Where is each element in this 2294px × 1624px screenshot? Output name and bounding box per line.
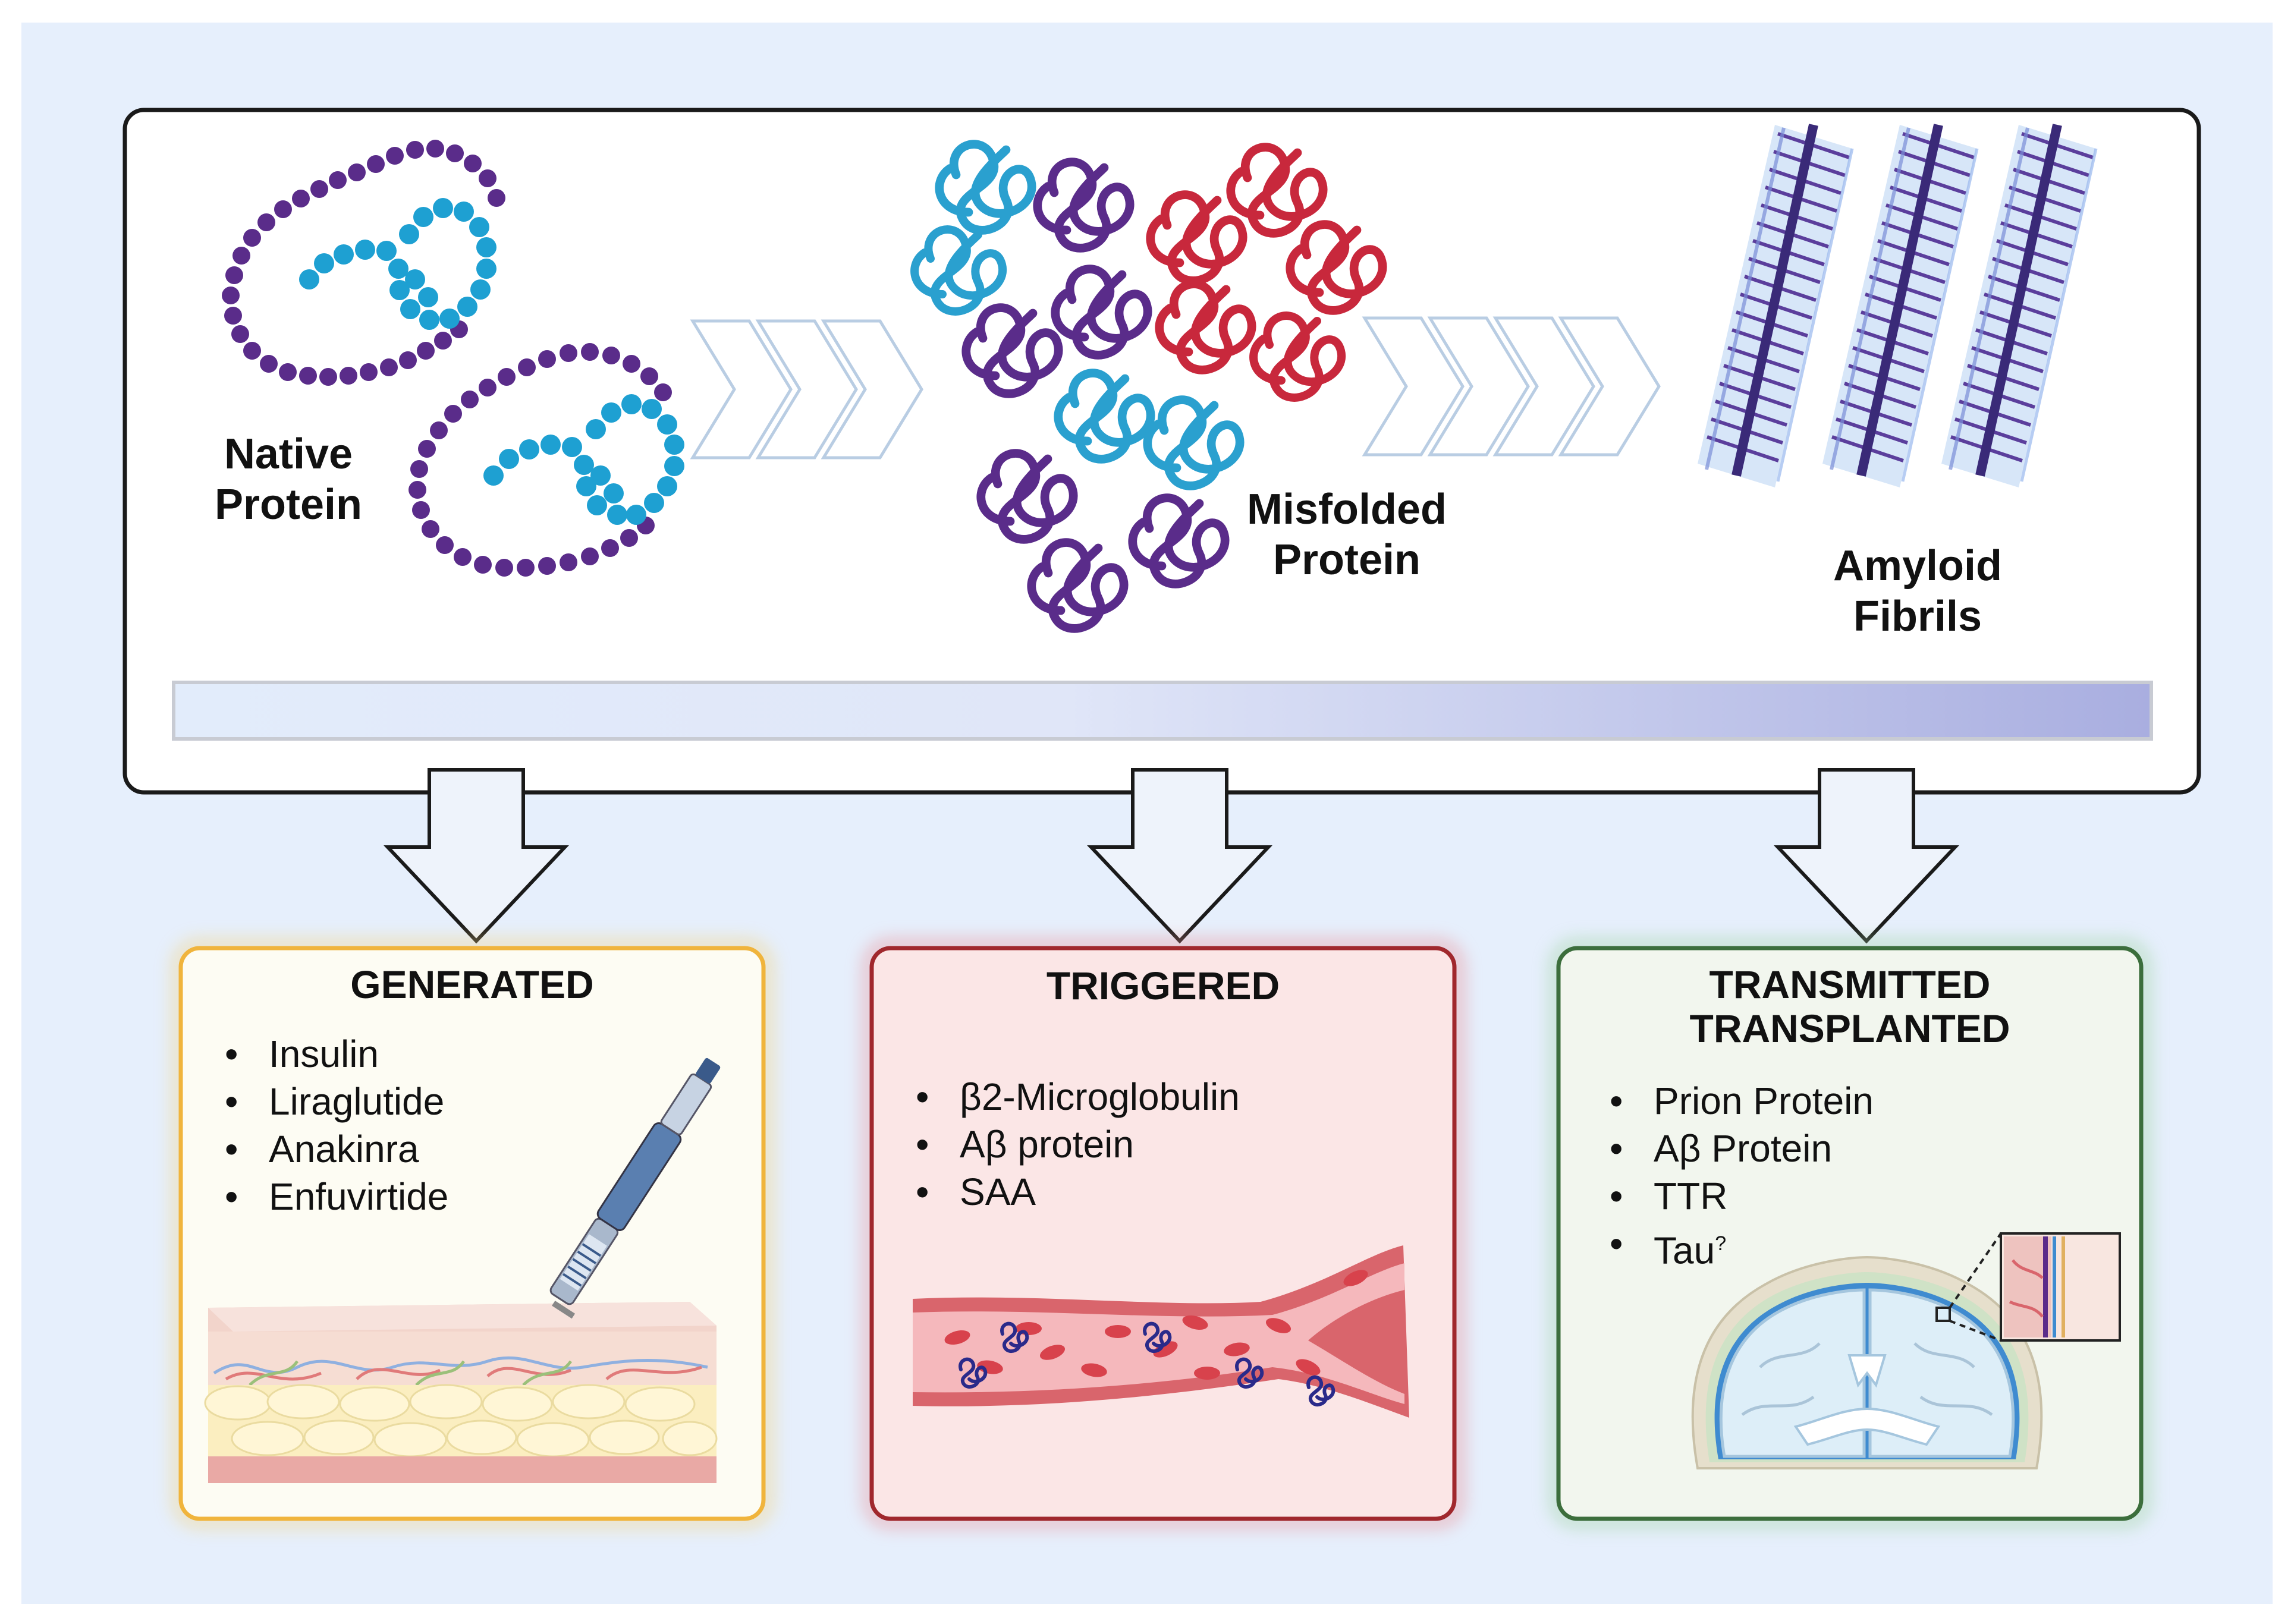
native-label-line2: Protein (214, 480, 363, 528)
transmitted-list: Prion Protein Aβ Protein TTR Tau? (1610, 1077, 2121, 1271)
amyloid-fibrils-illustration (1698, 125, 2096, 487)
triggered-box (869, 946, 1457, 1521)
list-item: Tau? (1610, 1220, 2121, 1271)
list-item: Prion Protein (1610, 1077, 2121, 1125)
triggered-list: β2-Microglobulin Aβ protein SAA (916, 1073, 1427, 1216)
generated-title: GENERATED (350, 962, 594, 1006)
list-item: Aβ protein (916, 1121, 1427, 1168)
down-arrows (384, 768, 1959, 944)
native-protein-illustration (222, 140, 684, 577)
list-item: β2-Microglobulin (916, 1073, 1427, 1121)
fibrils-label-line1: Amyloid (1833, 542, 2003, 590)
chevron-arrows-2 (1362, 316, 1661, 457)
transmitted-title-line2: TRANSPLANTED (1689, 1006, 2010, 1050)
transmitted-title: TRANSMITTED TRANSPLANTED (1558, 962, 2141, 1051)
list-item: Liraglutide (225, 1078, 700, 1125)
list-item: Anakinra (225, 1125, 700, 1173)
down-arrow-3 (1774, 768, 1959, 944)
blood-vessel-illustration (913, 1245, 1409, 1418)
generated-list: Insulin Liraglutide Anakinra Enfuvirtide (225, 1030, 700, 1220)
skin-injection-illustration (204, 1058, 721, 1483)
triggered-title: TRIGGERED (1046, 964, 1280, 1008)
native-label-line1: Native (224, 430, 353, 478)
list-item: SAA (916, 1168, 1427, 1216)
list-item: Aβ Protein (1610, 1125, 2121, 1172)
misfolded-label-line2: Protein (1272, 536, 1421, 584)
transmitted-title-line1: TRANSMITTED (1709, 962, 1991, 1006)
misfolded-protein-label: Misfolded Protein (1234, 484, 1460, 586)
tau-superscript: ? (1715, 1232, 1727, 1255)
fibrils-label-line2: Fibrils (1853, 592, 1982, 640)
list-item: Enfuvirtide (225, 1173, 700, 1220)
amyloid-fibrils-label: Amyloid Fibrils (1811, 541, 2025, 642)
down-arrow-2 (1087, 768, 1272, 944)
tau-label: Tau (1654, 1229, 1715, 1272)
misfolded-label-line1: Misfolded (1247, 486, 1447, 533)
list-item: Insulin (225, 1030, 700, 1078)
progression-bar (172, 681, 2153, 741)
native-protein-label: Native Protein (190, 429, 386, 530)
chevron-arrows-1 (690, 319, 923, 459)
down-arrow-1 (384, 768, 569, 944)
list-item: TTR (1610, 1172, 2121, 1220)
